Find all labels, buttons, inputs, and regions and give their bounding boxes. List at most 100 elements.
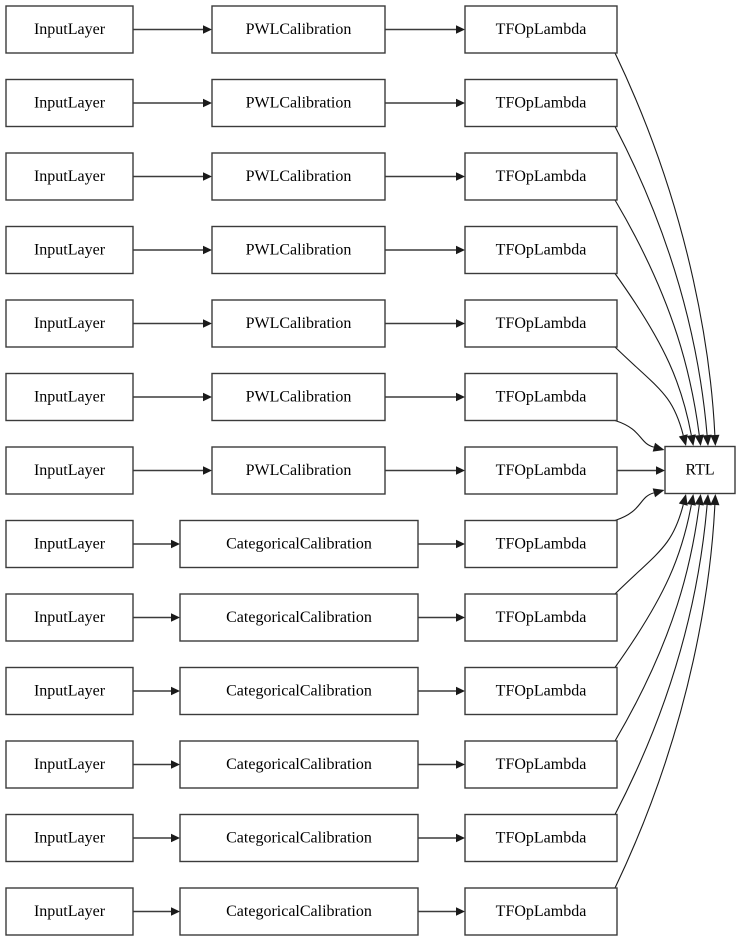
edge-lambda-to-rtl-4 <box>614 346 688 446</box>
node-input-layer-3-label: InputLayer <box>34 242 106 259</box>
node-tf-op-lambda-8-label: TFOpLambda <box>496 609 587 626</box>
edge-calibration-to-lambda-11 <box>418 833 465 843</box>
edge-calibration-to-lambda-2 <box>385 172 465 181</box>
node-calibration-pwl-3[interactable]: PWLCalibration <box>211 225 386 275</box>
node-input-layer-0[interactable]: InputLayer <box>5 5 134 54</box>
node-input-layer-2[interactable]: InputLayer <box>5 152 134 201</box>
node-tf-op-lambda-5[interactable]: TFOpLambda <box>464 372 618 422</box>
node-calibration-categorical-8-label: CategoricalCalibration <box>226 609 372 626</box>
node-tf-op-lambda-3-label: TFOpLambda <box>496 242 587 259</box>
node-input-layer-12-label: InputLayer <box>34 903 106 920</box>
node-tf-op-lambda-0[interactable]: TFOpLambda <box>464 5 618 54</box>
node-calibration-categorical-7-label: CategoricalCalibration <box>226 536 372 553</box>
edge-input-to-calibration-9 <box>133 686 180 696</box>
node-calibration-categorical-11[interactable]: CategoricalCalibration <box>179 813 419 863</box>
edge-lambda-to-rtl-5 <box>614 419 665 452</box>
node-tf-op-lambda-4-label: TFOpLambda <box>496 315 587 332</box>
node-input-layer-10[interactable]: InputLayer <box>5 740 134 789</box>
node-calibration-pwl-6[interactable]: PWLCalibration <box>211 446 386 495</box>
node-calibration-pwl-0-label: PWLCalibration <box>246 21 352 38</box>
edges-layer <box>133 25 720 916</box>
node-tf-op-lambda-12[interactable]: TFOpLambda <box>464 887 618 936</box>
node-calibration-pwl-4[interactable]: PWLCalibration <box>211 299 386 348</box>
node-tf-op-lambda-10[interactable]: TFOpLambda <box>464 740 618 789</box>
node-input-layer-9-label: InputLayer <box>34 683 106 700</box>
node-tf-op-lambda-6[interactable]: TFOpLambda <box>464 446 618 495</box>
node-calibration-categorical-12[interactable]: CategoricalCalibration <box>179 887 419 936</box>
node-tf-op-lambda-0-label: TFOpLambda <box>496 21 587 38</box>
edge-calibration-to-lambda-10 <box>418 760 465 769</box>
edge-calibration-to-lambda-1 <box>385 98 465 108</box>
edge-lambda-to-rtl-11 <box>614 494 712 815</box>
node-input-layer-7[interactable]: InputLayer <box>5 519 134 569</box>
node-input-layer-4[interactable]: InputLayer <box>5 299 134 348</box>
edge-input-to-calibration-4 <box>133 319 212 328</box>
node-calibration-categorical-10[interactable]: CategoricalCalibration <box>179 740 419 789</box>
node-input-layer-1[interactable]: InputLayer <box>5 78 134 128</box>
node-tf-op-lambda-5-label: TFOpLambda <box>496 389 587 406</box>
node-calibration-categorical-12-label: CategoricalCalibration <box>226 903 372 920</box>
node-tf-op-lambda-8[interactable]: TFOpLambda <box>464 593 618 642</box>
edge-calibration-to-lambda-4 <box>385 319 465 328</box>
node-input-layer-6[interactable]: InputLayer <box>5 446 134 495</box>
node-input-layer-0-label: InputLayer <box>34 21 106 38</box>
node-calibration-categorical-7[interactable]: CategoricalCalibration <box>179 519 419 569</box>
node-input-layer-11[interactable]: InputLayer <box>5 813 134 863</box>
node-calibration-pwl-1[interactable]: PWLCalibration <box>211 78 386 128</box>
edge-calibration-to-lambda-0 <box>385 25 465 34</box>
edge-lambda-to-rtl-1 <box>614 126 712 446</box>
node-input-layer-9[interactable]: InputLayer <box>5 666 134 716</box>
node-input-layer-3[interactable]: InputLayer <box>5 225 134 275</box>
edge-lambda-to-rtl-3 <box>614 273 696 446</box>
node-input-layer-2-label: InputLayer <box>34 168 106 185</box>
edge-lambda-to-rtl-0 <box>614 52 720 446</box>
node-input-layer-12[interactable]: InputLayer <box>5 887 134 936</box>
node-input-layer-11-label: InputLayer <box>34 830 106 847</box>
node-tf-op-lambda-12-label: TFOpLambda <box>496 903 587 920</box>
node-calibration-pwl-5-label: PWLCalibration <box>246 389 352 406</box>
node-tf-op-lambda-10-label: TFOpLambda <box>496 756 587 773</box>
node-tf-op-lambda-4[interactable]: TFOpLambda <box>464 299 618 348</box>
node-tf-op-lambda-1[interactable]: TFOpLambda <box>464 78 618 128</box>
node-input-layer-6-label: InputLayer <box>34 462 106 479</box>
node-tf-op-lambda-7[interactable]: TFOpLambda <box>464 519 618 569</box>
node-calibration-pwl-2[interactable]: PWLCalibration <box>211 152 386 201</box>
node-rtl-output[interactable]: RTL <box>664 445 736 495</box>
node-calibration-categorical-10-label: CategoricalCalibration <box>226 756 372 773</box>
node-tf-op-lambda-9-label: TFOpLambda <box>496 683 587 700</box>
node-input-layer-5[interactable]: InputLayer <box>5 372 134 422</box>
edge-input-to-calibration-1 <box>133 98 212 108</box>
node-rtl-output-label: RTL <box>685 462 714 479</box>
node-tf-op-lambda-9[interactable]: TFOpLambda <box>464 666 618 716</box>
edge-input-to-calibration-3 <box>133 245 212 255</box>
edge-calibration-to-lambda-3 <box>385 245 465 255</box>
node-tf-op-lambda-11[interactable]: TFOpLambda <box>464 813 618 863</box>
edge-calibration-to-lambda-5 <box>385 392 465 402</box>
edge-input-to-calibration-10 <box>133 760 180 769</box>
node-tf-op-lambda-2[interactable]: TFOpLambda <box>464 152 618 201</box>
node-input-layer-8[interactable]: InputLayer <box>5 593 134 642</box>
node-tf-op-lambda-6-label: TFOpLambda <box>496 462 587 479</box>
node-calibration-pwl-1-label: PWLCalibration <box>246 95 352 112</box>
edge-input-to-calibration-2 <box>133 172 212 181</box>
edge-calibration-to-lambda-6 <box>385 466 465 475</box>
node-input-layer-5-label: InputLayer <box>34 389 106 406</box>
node-calibration-pwl-5[interactable]: PWLCalibration <box>211 372 386 422</box>
edge-lambda-to-rtl-7 <box>614 488 665 522</box>
node-tf-op-lambda-3[interactable]: TFOpLambda <box>464 225 618 275</box>
node-input-layer-1-label: InputLayer <box>34 95 106 112</box>
node-calibration-pwl-0[interactable]: PWLCalibration <box>211 5 386 54</box>
node-calibration-categorical-9[interactable]: CategoricalCalibration <box>179 666 419 716</box>
node-tf-op-lambda-7-label: TFOpLambda <box>496 536 587 553</box>
node-tf-op-lambda-1-label: TFOpLambda <box>496 95 587 112</box>
edge-input-to-calibration-12 <box>133 907 180 916</box>
node-input-layer-8-label: InputLayer <box>34 609 106 626</box>
edge-calibration-to-lambda-12 <box>418 907 465 916</box>
node-input-layer-7-label: InputLayer <box>34 536 106 553</box>
node-calibration-categorical-8[interactable]: CategoricalCalibration <box>179 593 419 642</box>
edge-input-to-calibration-7 <box>133 539 180 549</box>
edge-calibration-to-lambda-7 <box>418 539 465 549</box>
